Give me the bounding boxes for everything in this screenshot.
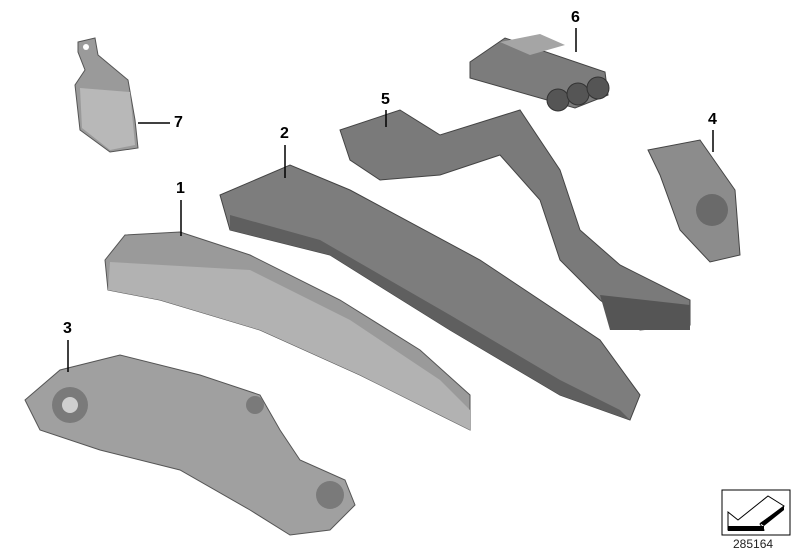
part-number-2: 2 [280,125,289,142]
part-1-rail [104,231,471,431]
diagram-reference-number: 285164 [733,537,774,551]
part-number-5: 5 [381,91,390,108]
part-6-connector [469,34,610,112]
leader-lines [67,28,714,372]
part-4-holder [647,139,741,263]
part-3-housing [24,354,356,536]
arrow-icon [721,489,791,536]
part-2-rail [219,164,641,421]
part-number-7: 7 [174,114,183,131]
part-number-4: 4 [708,111,717,128]
part-number-3: 3 [63,320,72,337]
part-number-6: 6 [571,9,580,26]
part-5-strap [339,109,691,331]
part-number-1: 1 [176,180,185,197]
part-7-bracket [74,37,139,153]
